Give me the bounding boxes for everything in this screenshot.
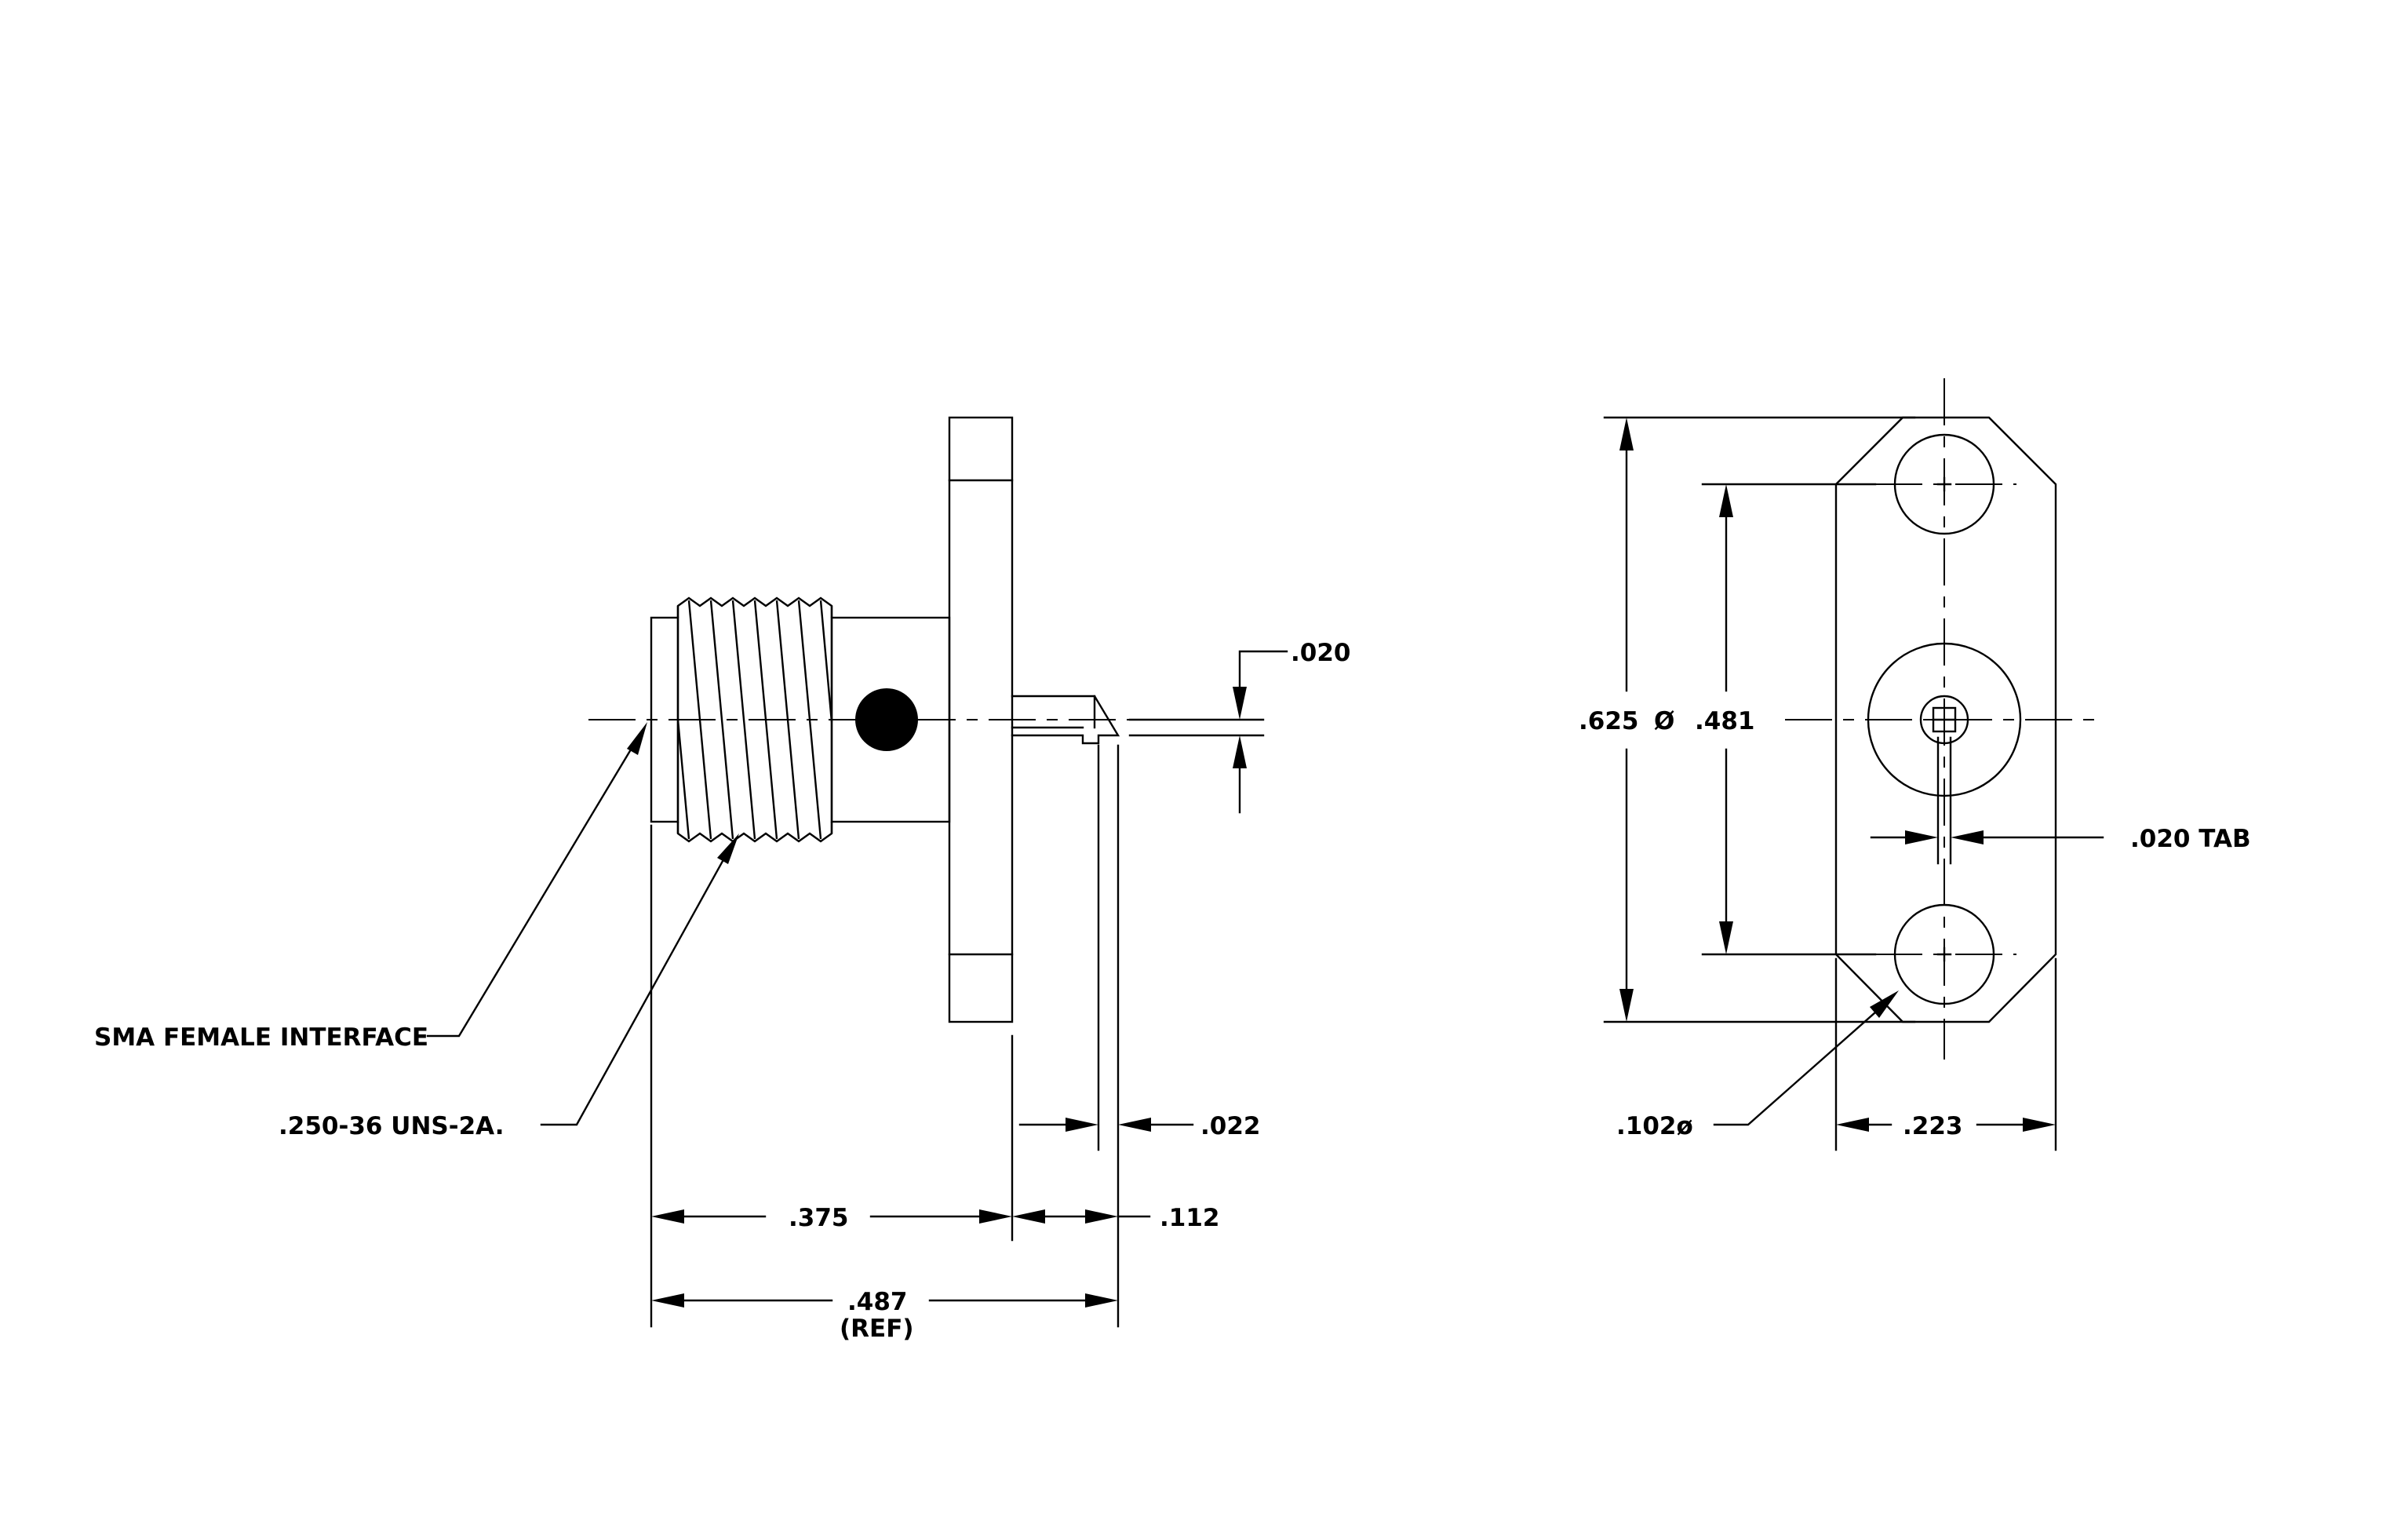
dim-hole-spacing-label: .481 (1695, 707, 1755, 735)
callout-interface-label: SMA FEMALE INTERFACE (94, 1023, 428, 1052)
dim-tab-width: .020 TAB (1870, 825, 2251, 853)
mounting-hole-bottom (1893, 903, 1995, 1005)
dim-tab-thickness-label: .022 (1200, 1112, 1261, 1140)
contact-pin (1011, 695, 1120, 745)
dim-tab-width-label: .020 TAB (2130, 825, 2251, 853)
dim-tab-gap: .020 (1233, 639, 1351, 814)
dim-hole-spacing-prefix: Ø (1654, 707, 1674, 735)
dim-pin-length: .112 (1012, 1204, 1220, 1232)
dim-overall-length-label: .487 (847, 1288, 908, 1316)
mounting-hole-top (1893, 433, 1995, 535)
callout-thread: .250-36 UNS-2A. (279, 833, 739, 1140)
dim-flange-height-label: .625 (1579, 707, 1639, 735)
dielectric-dot (855, 688, 918, 751)
flange (948, 416, 1014, 1023)
callout-hole-diameter-label: .102ø (1616, 1112, 1693, 1140)
dim-flange-width-label: .223 (1903, 1112, 1963, 1140)
dim-overall-length: .487 (REF) (651, 1288, 1118, 1343)
dielectric-circle (1867, 642, 2022, 797)
dim-flange-height: .625 (1579, 418, 1639, 1022)
flange-outline (1834, 416, 2057, 1023)
dim-flange-width: .223 (1836, 1112, 2056, 1140)
callout-interface: SMA FEMALE INTERFACE (94, 722, 647, 1052)
front-view: .625 Ø .481 .020 TAB .102ø (1579, 378, 2251, 1151)
dim-tab-gap-label: .020 (1291, 639, 1351, 667)
dim-hole-spacing: Ø .481 (1654, 484, 1755, 954)
callout-hole-diameter: .102ø (1616, 990, 1899, 1140)
dim-tab-thickness: .022 (1018, 1112, 1261, 1140)
side-view: .020 .022 .375 .112 (94, 416, 1351, 1343)
dim-overall-length-note: (REF) (840, 1315, 914, 1343)
callout-thread-label: .250-36 UNS-2A. (279, 1112, 505, 1140)
dim-pin-length-label: .112 (1160, 1204, 1220, 1232)
dim-body-length: .375 (651, 1204, 1012, 1232)
dim-body-length-label: .375 (789, 1204, 849, 1232)
center-pin (1919, 695, 1969, 745)
